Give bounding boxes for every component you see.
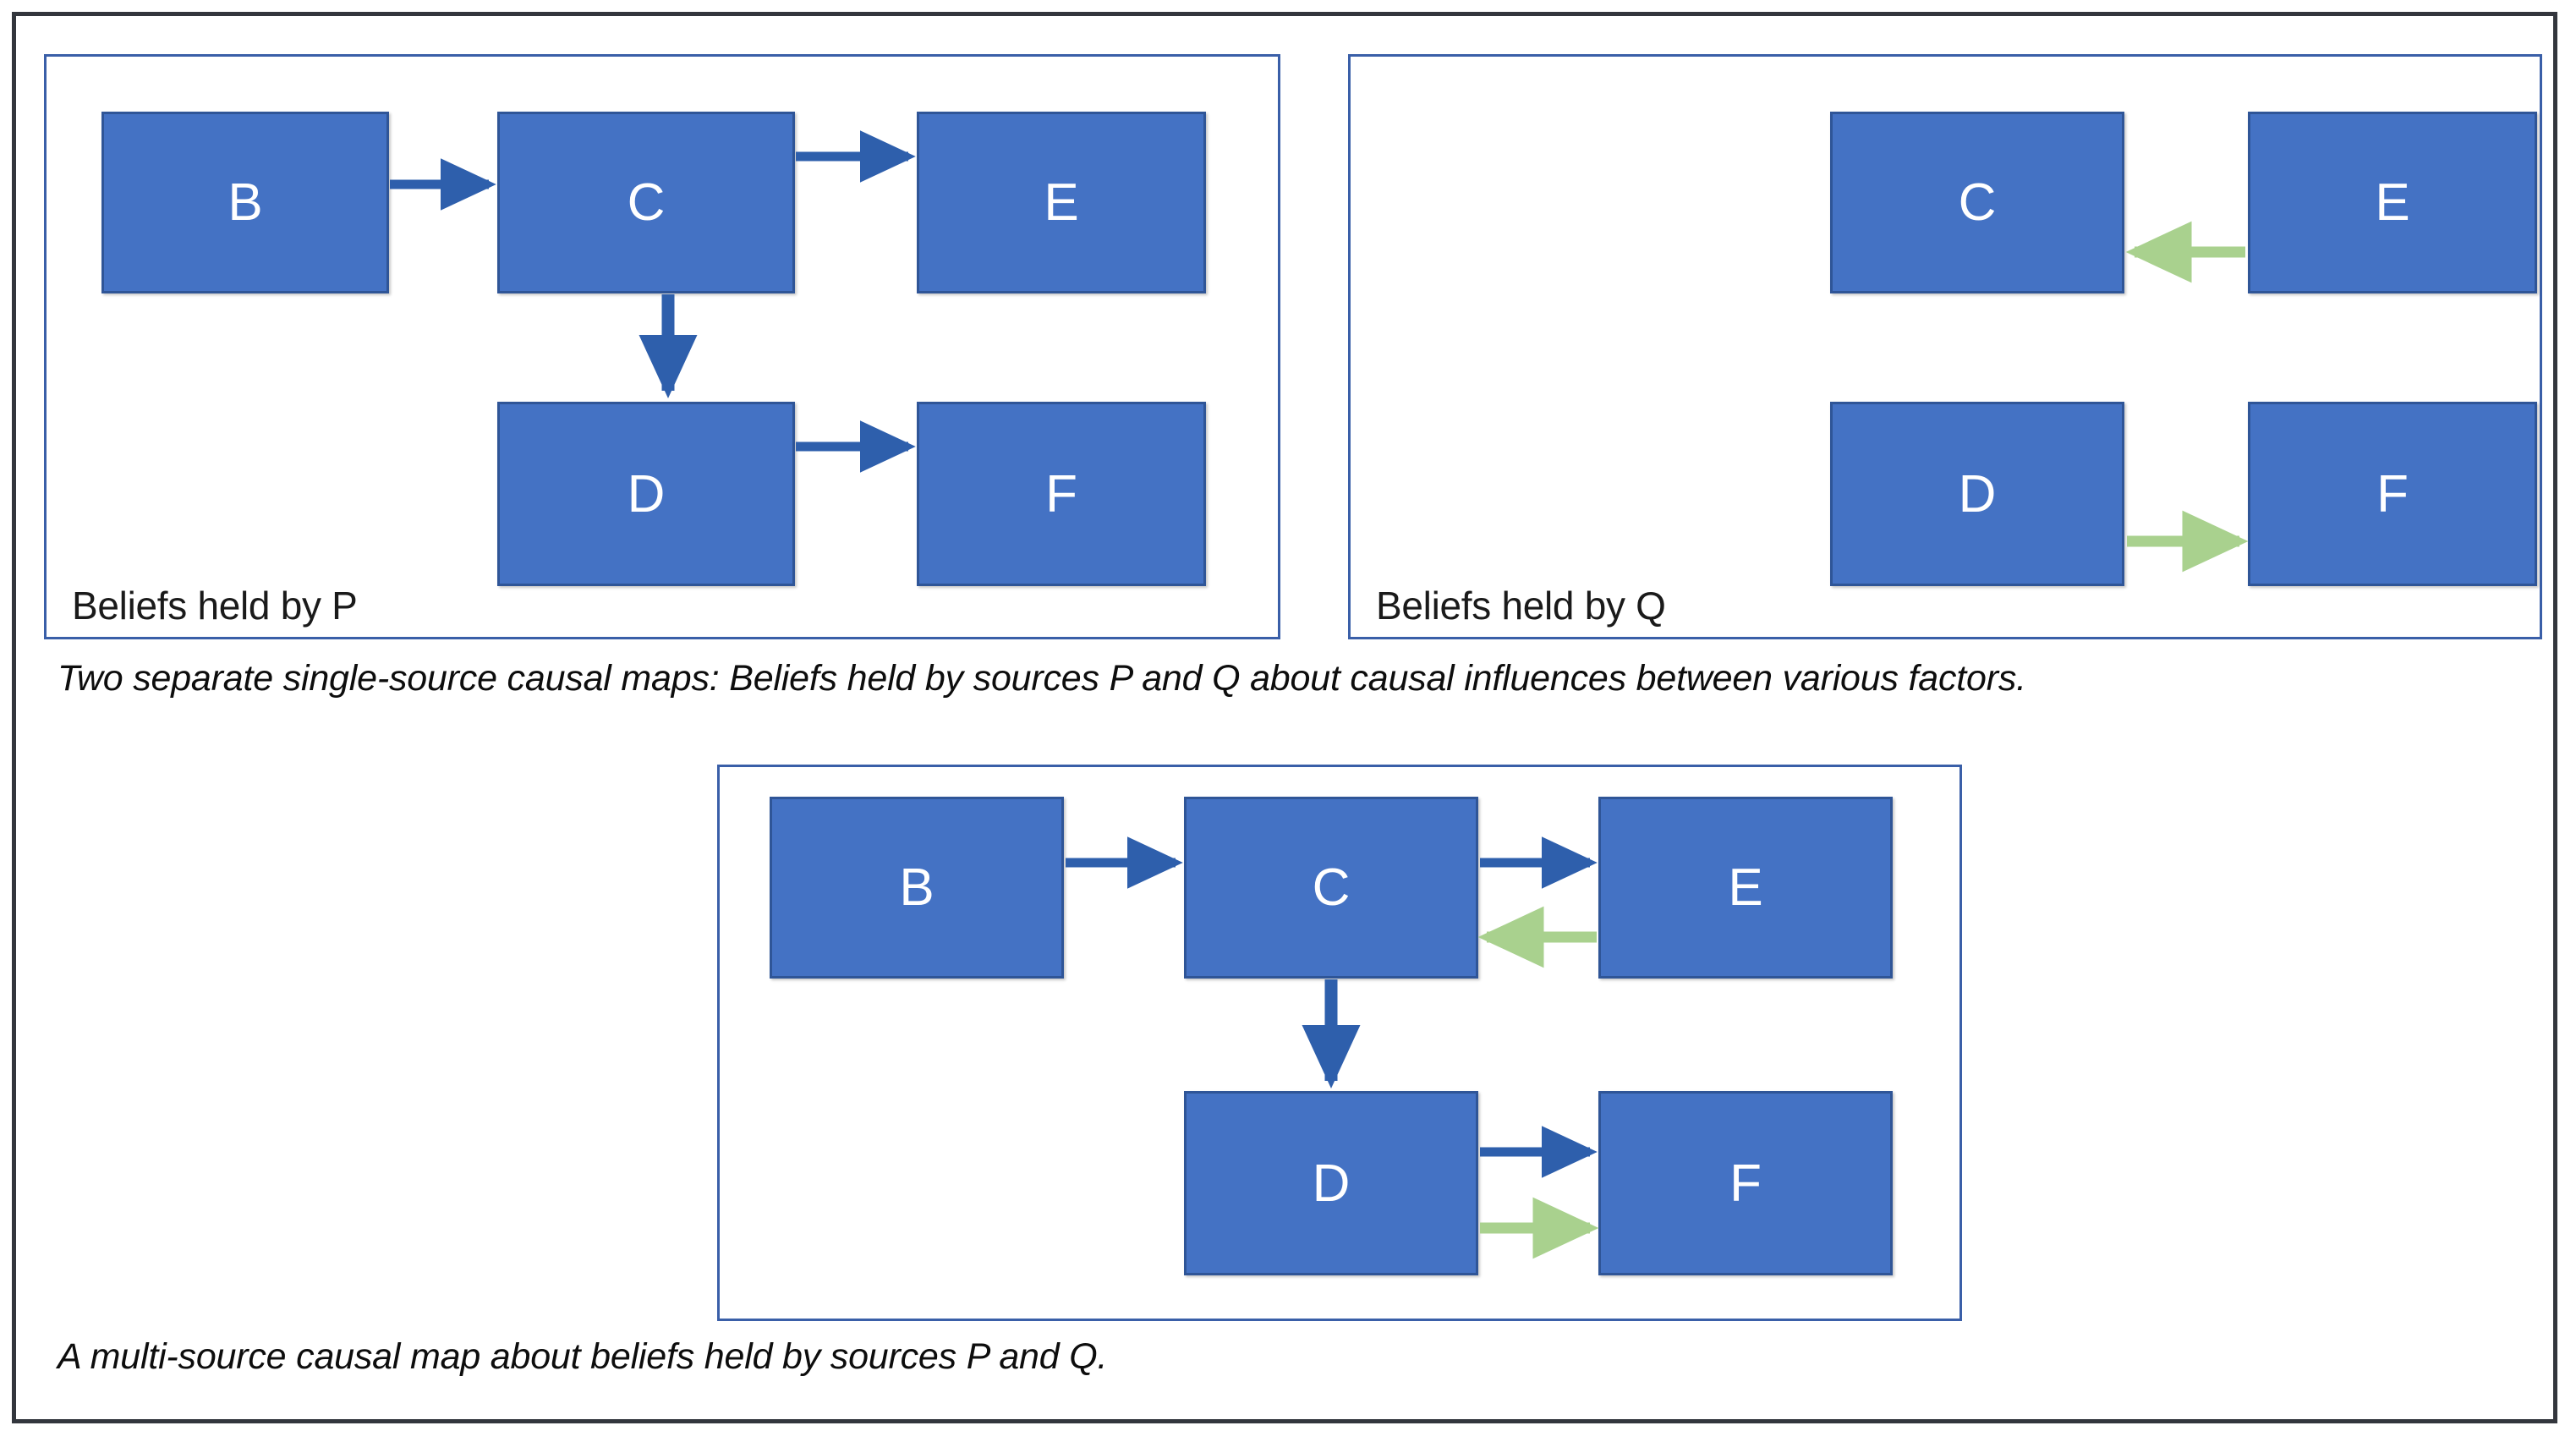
panel-q-label: Beliefs held by Q <box>1376 584 1666 628</box>
node-multi-e[interactable]: E <box>1598 797 1893 979</box>
node-p-b[interactable]: B <box>101 112 389 293</box>
caption-top: Two separate single-source causal maps: … <box>58 658 2026 699</box>
panel-p-label: Beliefs held by P <box>72 584 358 628</box>
caption-bottom: A multi-source causal map about beliefs … <box>58 1336 1108 1377</box>
node-multi-d[interactable]: D <box>1184 1091 1478 1275</box>
node-q-d[interactable]: D <box>1830 402 2124 586</box>
node-multi-b[interactable]: B <box>770 797 1064 979</box>
node-multi-c[interactable]: C <box>1184 797 1478 979</box>
node-q-e[interactable]: E <box>2248 112 2537 293</box>
node-p-e[interactable]: E <box>917 112 1206 293</box>
node-p-f[interactable]: F <box>917 402 1206 586</box>
node-multi-f[interactable]: F <box>1598 1091 1893 1275</box>
node-q-c[interactable]: C <box>1830 112 2124 293</box>
node-p-d[interactable]: D <box>497 402 795 586</box>
node-q-f[interactable]: F <box>2248 402 2537 586</box>
node-p-c[interactable]: C <box>497 112 795 293</box>
